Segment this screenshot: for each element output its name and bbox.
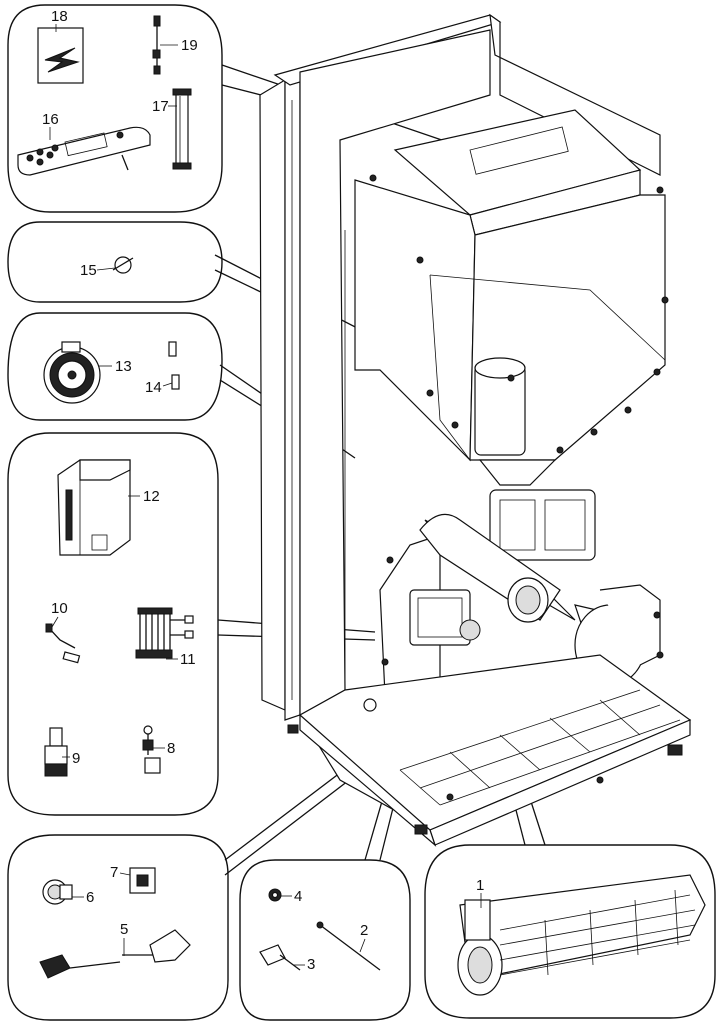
part-11-wiring-harness xyxy=(135,607,194,659)
part-16-display-panel xyxy=(17,126,151,176)
part-3-clip xyxy=(259,944,301,971)
label-part-14: 14 xyxy=(145,379,162,396)
label-part-17: 17 xyxy=(152,98,169,115)
part-15-clip xyxy=(112,256,134,274)
part-12-control-board xyxy=(57,459,131,556)
label-part-12: 12 xyxy=(143,488,160,505)
part-7-socket xyxy=(129,867,156,894)
label-part-7: 7 xyxy=(110,864,118,881)
label-part-1: 1 xyxy=(476,877,484,894)
part-9-plug xyxy=(44,727,68,777)
label-part-18: 18 xyxy=(51,8,68,25)
base-grid xyxy=(399,689,681,806)
part-8-connector xyxy=(142,725,161,774)
panel-2-3-4 xyxy=(239,859,411,1021)
label-part-3: 3 xyxy=(307,956,315,973)
label-part-4: 4 xyxy=(294,888,302,905)
label-part-6: 6 xyxy=(86,889,94,906)
label-part-16: 16 xyxy=(42,111,59,128)
label-part-10: 10 xyxy=(51,600,68,617)
part-17-bracket xyxy=(172,88,192,170)
part-labels: 18 19 16 17 15 13 14 12 10 11 9 8 6 7 5 … xyxy=(42,8,484,973)
part-13-pressure-switch xyxy=(43,341,101,404)
panel-5-6-7 xyxy=(7,834,229,1021)
label-part-8: 8 xyxy=(167,740,175,757)
part-19-cable xyxy=(152,15,161,75)
part-4-nut xyxy=(268,888,282,902)
part-1-tangential-fan xyxy=(457,874,706,996)
label-part-15: 15 xyxy=(80,262,97,279)
label-part-19: 19 xyxy=(181,37,198,54)
part-2-rod xyxy=(316,921,381,971)
label-part-13: 13 xyxy=(115,358,132,375)
part-14-fuse xyxy=(168,341,180,390)
part-10-sensor xyxy=(45,623,81,664)
part-18-cover-plate xyxy=(37,27,84,84)
label-part-2: 2 xyxy=(360,922,368,939)
label-part-11: 11 xyxy=(180,651,196,668)
label-part-9: 9 xyxy=(72,750,80,767)
stove-assembly xyxy=(259,13,692,847)
part-5-power-cable xyxy=(39,929,191,979)
part-6-grommet xyxy=(42,879,73,905)
label-part-5: 5 xyxy=(120,921,128,938)
